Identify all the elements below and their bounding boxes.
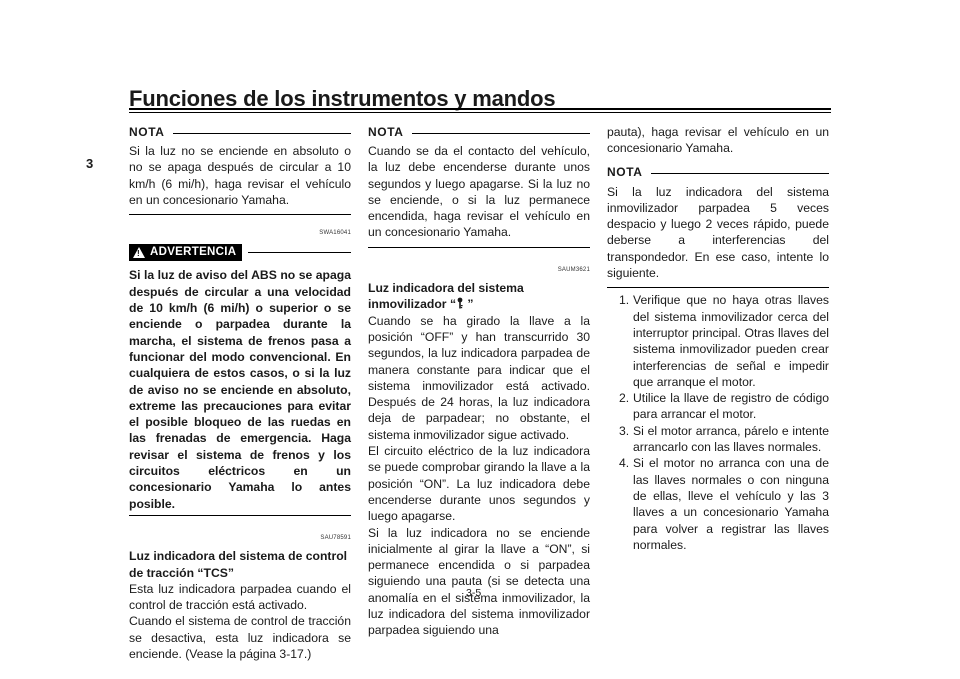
section-code: SAU78591: [320, 534, 351, 541]
note-rule: [172, 132, 351, 134]
note-text: Si la luz indicadora del sistema inmovil…: [607, 184, 829, 281]
section-heading-tcs: Luz indicadora del sistema de control de…: [129, 549, 348, 580]
note-end-rule: [368, 246, 590, 248]
note-heading: NOTA: [607, 165, 829, 181]
heading-text: Luz indicadora del sistema inmovilizador…: [368, 281, 524, 312]
list-item: 2.Utilice la llave de registro de código…: [619, 391, 829, 422]
warning-triangle-icon: !: [133, 246, 145, 258]
warning-label: ADVERTENCIA: [150, 246, 237, 259]
note-rule: [411, 132, 590, 134]
note-end-rule: [607, 287, 829, 289]
warning-end-rule: [129, 514, 351, 516]
section-code: SAUM3621: [557, 266, 590, 273]
heading-text-end: ”: [464, 297, 474, 312]
note-label: NOTA: [607, 165, 643, 180]
note-end-rule: [129, 214, 351, 216]
list-item: 4.Si el motor no arranca con una de las …: [619, 456, 829, 552]
list-item: 3.Si el motor arranca, párelo e intente …: [619, 423, 829, 455]
note-heading: NOTA: [129, 124, 351, 140]
title-rule-thin: [129, 112, 831, 113]
note-label: NOTA: [368, 124, 404, 139]
note-label: NOTA: [129, 124, 165, 139]
section-heading-immobilizer: Luz indicadora del sistema inmovilizador…: [368, 280, 590, 313]
page-title: Funciones de los instrumentos y mandos: [129, 86, 556, 111]
warning-badge: ! ADVERTENCIA: [129, 243, 243, 261]
warning-code: SWA16041: [319, 230, 351, 237]
column-2: NOTA Cuando se da el contacto del vehícu…: [368, 124, 590, 639]
list-item: 1.Verifique que no haya otras llaves del…: [619, 293, 829, 389]
column-3: pauta), haga revisar el vehículo en un c…: [607, 124, 829, 553]
warning-heading: ! ADVERTENCIA: [129, 243, 351, 261]
steps-list: 1.Verifique que no haya otras llaves del…: [619, 292, 829, 553]
continued-text: pauta), haga revisar el vehículo en un c…: [607, 125, 829, 156]
warning-rule: [248, 251, 351, 253]
title-rule: [129, 108, 831, 110]
section-paragraph: Cuando el sistema de control de tracción…: [129, 614, 351, 662]
chapter-tab: [83, 126, 105, 566]
column-1: NOTA Si la luz no se enciende en absolut…: [129, 124, 351, 662]
note-text: Si la luz no se enciende en absoluto o n…: [129, 144, 351, 207]
page-number: 3-5: [466, 587, 482, 599]
section-paragraph: Si la luz indicadora no se enciende inic…: [368, 525, 590, 638]
section-paragraph: Esta luz indicadora parpadea cuando el c…: [129, 581, 351, 613]
section-paragraph: El circuito eléctrico de la luz indicado…: [368, 444, 590, 524]
warning-text: Si la luz de aviso del ABS no se apaga d…: [129, 268, 351, 511]
section-paragraph: Cuando se ha girado la llave a la posici…: [368, 313, 590, 442]
note-rule: [650, 173, 829, 175]
chapter-number: 3: [86, 156, 94, 171]
key-icon: [457, 297, 463, 309]
note-heading: NOTA: [368, 124, 590, 140]
note-text: Cuando se da el contacto del vehículo, l…: [368, 144, 590, 240]
